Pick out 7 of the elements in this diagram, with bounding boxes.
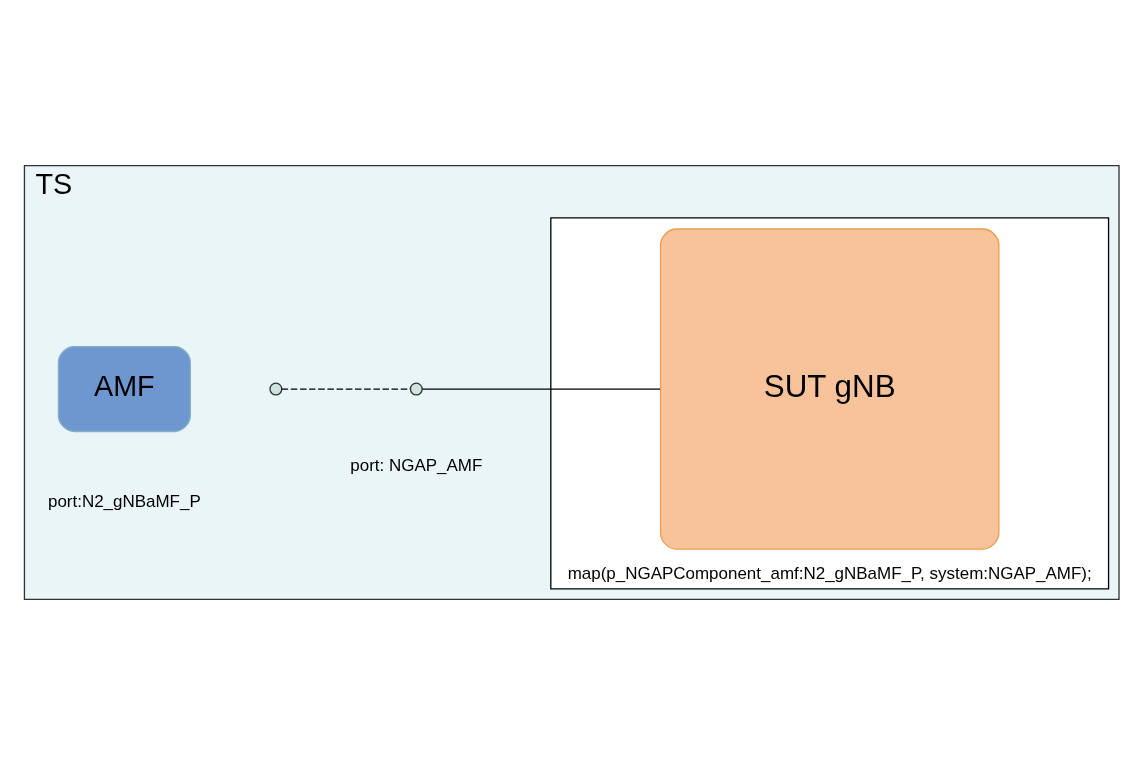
node-circle: [269, 382, 283, 396]
node-label: port: NGAP_AMF: [350, 455, 483, 475]
connector: [421, 388, 661, 390]
node-label: port:N2_gNBaMF_P: [47, 492, 201, 512]
node-box: AMF: [57, 345, 191, 433]
node-box: SUT gNB: [659, 228, 1000, 550]
node-circle: [409, 382, 423, 396]
